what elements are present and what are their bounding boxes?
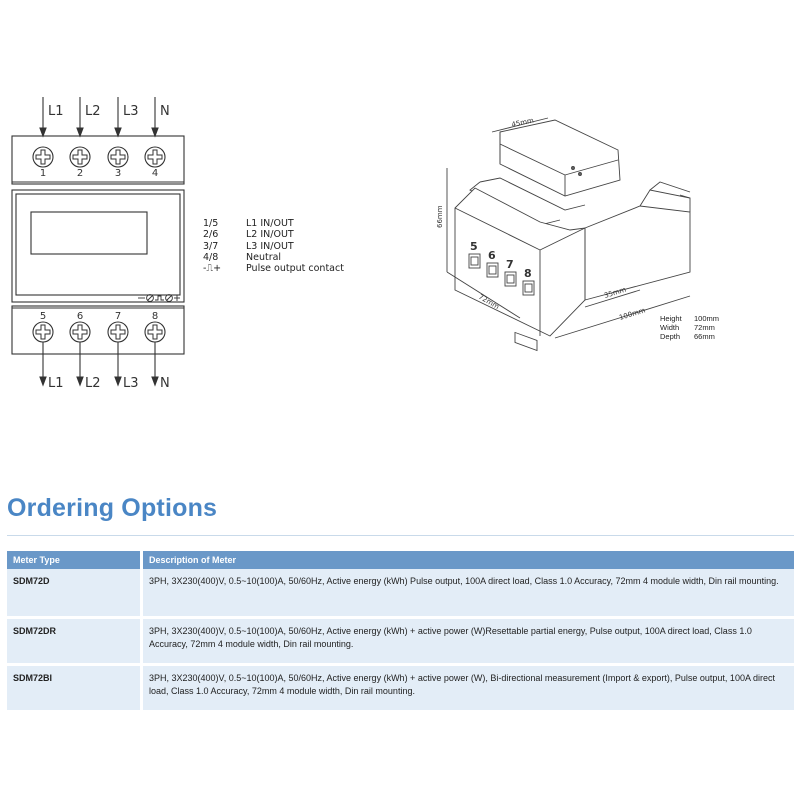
terminal-screw-icon bbox=[69, 146, 91, 168]
lcd-display bbox=[30, 211, 148, 255]
terminal-number: 1 bbox=[40, 168, 46, 179]
legend-code: 1/5 bbox=[203, 218, 219, 229]
dimension-value: 72mm bbox=[694, 323, 715, 332]
phase-label: N bbox=[160, 104, 170, 119]
meter-type-cell: SDM72D bbox=[7, 569, 142, 618]
dimension-row: Width 72mm bbox=[660, 323, 719, 332]
table-header-row: Meter Type Description of Meter bbox=[7, 551, 794, 569]
description-cell: 3PH, 3X230(400)V, 0.5~10(100)A, 50/60Hz,… bbox=[140, 616, 794, 665]
terminal-number: 5 bbox=[40, 311, 46, 322]
meter-bottom-block bbox=[11, 305, 185, 355]
table-row: SDM72D 3PH, 3X230(400)V, 0.5~10(100)A, 5… bbox=[7, 569, 794, 618]
terminal-screw-icon bbox=[144, 321, 166, 343]
phase-label: L1 bbox=[48, 376, 64, 391]
description-cell: 3PH, 3X230(400)V, 0.5~10(100)A, 50/60Hz,… bbox=[140, 569, 794, 618]
table-row: SDM72BI 3PH, 3X230(400)V, 0.5~10(100)A, … bbox=[7, 663, 794, 710]
legend-description: L1 IN/OUT bbox=[246, 218, 294, 229]
terminal-slot-inner bbox=[506, 274, 515, 284]
title-divider bbox=[7, 535, 794, 536]
phase-label: L2 bbox=[85, 376, 101, 391]
dimension-label: Width bbox=[660, 323, 680, 332]
legend-description: L2 IN/OUT bbox=[246, 229, 294, 241]
arrow-down-icon bbox=[114, 127, 122, 138]
ordering-options-title: Ordering Options bbox=[7, 494, 218, 522]
ordering-options-table: Meter Type Description of Meter SDM72D 3… bbox=[7, 551, 794, 710]
dimension-row: Height 100mm bbox=[660, 314, 719, 323]
legend-description: Neutral bbox=[246, 251, 282, 263]
terminal-screw-icon bbox=[69, 321, 91, 343]
pulse-output-symbol bbox=[138, 294, 180, 302]
legend-code: 3/7 bbox=[203, 240, 219, 252]
meter-top-block bbox=[11, 135, 185, 185]
dimension-row: Depth 66mm bbox=[660, 332, 719, 341]
meter-type-cell: SDM72DR bbox=[7, 616, 142, 665]
arrow-down-icon bbox=[76, 376, 84, 387]
terminal-slot-inner bbox=[488, 265, 497, 275]
top-terminals: 1 2 3 4 bbox=[32, 146, 166, 179]
terminal-screw-icon bbox=[32, 321, 54, 343]
terminal-screw-icon bbox=[107, 146, 129, 168]
meter-type-cell: SDM72BI bbox=[7, 663, 142, 710]
phase-label: L3 bbox=[123, 376, 139, 391]
terminal-slot-inner bbox=[524, 283, 533, 293]
dimension-label: Depth bbox=[660, 332, 681, 341]
terminal-screw-icon bbox=[32, 146, 54, 168]
legend-description: Pulse output contact bbox=[246, 263, 344, 275]
bottom-output-arrows bbox=[39, 342, 159, 387]
terminal-slot bbox=[522, 280, 535, 296]
meter-middle-block bbox=[11, 189, 185, 303]
arrow-down-icon bbox=[39, 376, 47, 387]
terminal-number: 3 bbox=[115, 168, 121, 179]
dimension-value: 66mm bbox=[694, 332, 715, 341]
dimension-value: 100mm bbox=[694, 314, 720, 323]
legend-code: 2/6 bbox=[203, 229, 219, 241]
terminal-legend: 1/5 L1 IN/OUT 2/6 L2 IN/OUT 3/7 L3 IN/OUT 4/8 N… bbox=[203, 218, 344, 274]
terminal-slot bbox=[486, 262, 499, 278]
terminal-slot bbox=[468, 253, 481, 269]
legend-row: -⎍+ Pulse output contact bbox=[203, 263, 344, 274]
legend-row: 2/6 L2 IN/OUT bbox=[203, 229, 344, 240]
arrow-down-icon bbox=[39, 127, 47, 138]
phase-label: L2 bbox=[85, 104, 101, 119]
legend-row: 3/7 L3 IN/OUT bbox=[203, 241, 344, 252]
phase-label: N bbox=[160, 376, 170, 391]
header-meter-type: Meter Type bbox=[7, 551, 142, 569]
arrow-down-icon bbox=[151, 127, 159, 138]
header-description: Description of Meter bbox=[140, 551, 794, 569]
terminal-slot bbox=[504, 271, 517, 287]
arrow-down-icon bbox=[151, 376, 159, 387]
iso-terminal-number: 6 bbox=[488, 249, 496, 262]
table-row: SDM72DR 3PH, 3X230(400)V, 0.5~10(100)A, … bbox=[7, 616, 794, 665]
top-input-arrows bbox=[39, 97, 159, 138]
phase-label: L1 bbox=[48, 104, 64, 119]
legend-row: 4/8 Neutral bbox=[203, 252, 344, 263]
bottom-terminals: 5 6 7 8 bbox=[32, 311, 166, 343]
legend-description: L3 IN/OUT bbox=[246, 240, 294, 252]
legend-row: 1/5 L1 IN/OUT bbox=[203, 218, 344, 229]
terminal-number: 4 bbox=[152, 168, 158, 179]
terminal-screw-icon bbox=[144, 146, 166, 168]
description-cell: 3PH, 3X230(400)V, 0.5~10(100)A, 50/60Hz,… bbox=[140, 663, 794, 710]
meter-face bbox=[15, 193, 181, 296]
dimension-label: Height bbox=[660, 314, 682, 323]
terminal-number: 7 bbox=[115, 311, 121, 322]
dim-height-label: 66mm bbox=[436, 205, 444, 228]
legend-code: 4/8 bbox=[203, 251, 219, 263]
iso-terminal-number: 8 bbox=[524, 267, 532, 280]
iso-terminal-number: 5 bbox=[470, 240, 478, 253]
terminal-screw-icon bbox=[107, 321, 129, 343]
phase-label: L3 bbox=[123, 104, 139, 119]
arrow-down-icon bbox=[114, 376, 122, 387]
legend-code: -⎍+ bbox=[203, 263, 222, 275]
arrow-down-icon bbox=[76, 127, 84, 138]
terminal-slot-inner bbox=[470, 256, 479, 266]
terminal-number: 8 bbox=[152, 311, 158, 322]
dim-width-label: 100mm bbox=[618, 306, 646, 322]
iso-terminal-number: 7 bbox=[506, 258, 514, 271]
terminal-number: 2 bbox=[77, 168, 83, 179]
terminal-number: 6 bbox=[77, 311, 83, 322]
